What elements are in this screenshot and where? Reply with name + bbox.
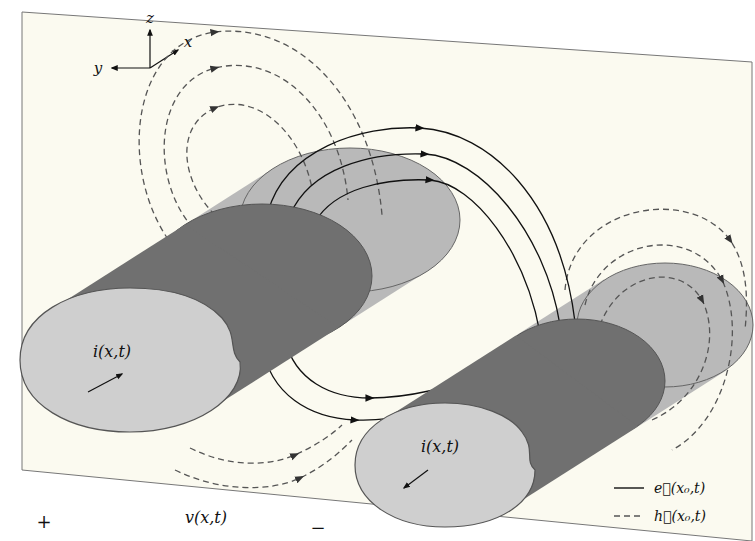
polarity-sign: −: [310, 519, 325, 537]
legend-sample: [612, 478, 646, 498]
legend-sample: [612, 506, 646, 526]
polarity-sign: +: [36, 513, 51, 531]
legend-item: h⃗(x₀,t): [612, 506, 706, 526]
legend-item: e⃗(x₀,t): [612, 478, 705, 498]
axes: [112, 30, 178, 68]
axis-label: x: [184, 35, 192, 50]
current-label: i(x,t): [421, 439, 459, 455]
conductor-face: [20, 288, 535, 527]
axis-label: y: [94, 61, 102, 76]
legend-text: h⃗(x₀,t): [654, 508, 706, 524]
axis-label: z: [146, 11, 154, 26]
field-plane: [22, 12, 752, 541]
current-label: i(x,t): [93, 344, 131, 360]
voltage-label: v(x,t): [185, 510, 227, 526]
legend-text: e⃗(x₀,t): [654, 480, 705, 496]
current-arrow: [88, 374, 428, 488]
